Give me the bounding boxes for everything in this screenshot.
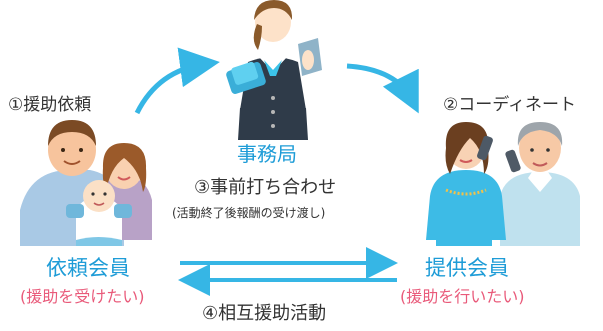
provider-subtitle: (援助を行いたい) [400,287,525,306]
step3-sublabel: (活動終了後報酬の受け渡し) [172,206,326,220]
step2-label: ②コーディネート [443,95,577,115]
requester-title: 依頼会員 [46,256,130,280]
office-title: 事務局 [237,142,297,166]
requester-subtitle: (援助を受けたい) [20,287,145,306]
arrow-step1 [134,47,220,115]
requester-family-illustration [20,120,152,246]
step3-label: ③事前打ち合わせ [194,177,337,198]
provider-couple-illustration [426,122,580,246]
step1-label: ①援助依頼 [8,95,92,115]
arrow-step2 [346,63,419,114]
step4-label: ④相互援助活動 [202,303,327,324]
provider-title: 提供会員 [425,256,509,280]
office-staff-illustration [226,0,322,140]
